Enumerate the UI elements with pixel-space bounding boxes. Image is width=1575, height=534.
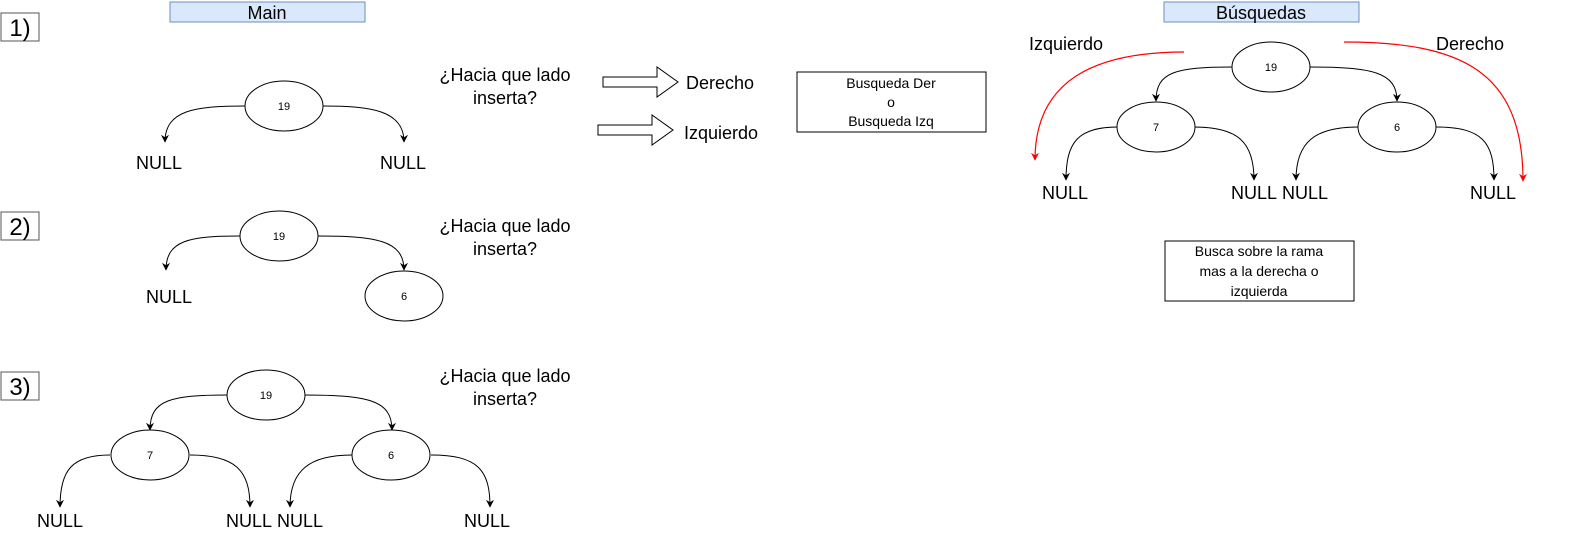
- edge: [1292, 126, 1359, 181]
- null-leaf: NULL: [277, 511, 323, 531]
- edge: [1193, 126, 1258, 181]
- edge: [161, 105, 246, 143]
- node-label: 19: [1265, 62, 1277, 74]
- search-right-label: Derecho: [1436, 34, 1504, 54]
- svg-text:Busqueda Izq: Busqueda Izq: [848, 113, 934, 129]
- step-label-1: 1): [0, 12, 40, 42]
- svg-text:inserta?: inserta?: [473, 389, 537, 409]
- svg-text:¿Hacia que lado: ¿Hacia que lado: [439, 216, 570, 236]
- null-leaf: NULL: [1282, 183, 1328, 203]
- tree-node: [351, 429, 431, 481]
- step-label-3: 3): [0, 371, 40, 401]
- edge: [1152, 66, 1234, 102]
- choice-left: Izquierdo: [597, 114, 758, 146]
- edge: [322, 105, 408, 143]
- tree-step-2: 19 6 NULL: [146, 210, 444, 322]
- edge: [189, 454, 254, 508]
- null-leaf: NULL: [464, 511, 510, 531]
- tree-step-3: 19 7 6 NULL NULL NULL NULL: [37, 369, 510, 531]
- edge: [1435, 126, 1498, 181]
- search-left-label: Izquierdo: [1029, 34, 1103, 54]
- edge: [430, 454, 494, 508]
- svg-text:¿Hacia que lado: ¿Hacia que lado: [439, 65, 570, 85]
- null-leaf: NULL: [37, 511, 83, 531]
- busquedas-header: Búsquedas: [1163, 1, 1360, 23]
- svg-text:inserta?: inserta?: [473, 88, 537, 108]
- tree-node: [239, 210, 319, 262]
- tree-node: [110, 429, 190, 481]
- svg-text:mas a la derecha o: mas a la derecha o: [1199, 263, 1318, 279]
- edge: [146, 394, 229, 431]
- edge: [1308, 66, 1401, 102]
- main-header: Main: [169, 1, 366, 23]
- node-label: 6: [388, 450, 394, 462]
- edge: [162, 235, 241, 271]
- svg-text:1): 1): [9, 15, 30, 42]
- edge: [1062, 126, 1119, 181]
- search-right-arrow: [1343, 41, 1527, 182]
- question-step-1: ¿Hacia que lado inserta?: [439, 65, 570, 108]
- node-label: 19: [278, 101, 290, 113]
- svg-text:Busca sobre la rama: Busca sobre la rama: [1195, 243, 1324, 259]
- edge: [56, 454, 111, 508]
- node-label: 6: [1394, 122, 1400, 134]
- search-box: Busqueda Der o Busqueda Izq: [796, 71, 987, 133]
- tree-node: [1231, 41, 1311, 93]
- svg-text:o: o: [887, 94, 895, 110]
- node-label: 7: [147, 450, 153, 462]
- question-step-2: ¿Hacia que lado inserta?: [439, 216, 570, 259]
- node-label: 19: [273, 231, 285, 243]
- edge: [286, 454, 353, 508]
- choice-right-label: Derecho: [686, 73, 754, 93]
- step-label-2: 2): [0, 211, 40, 241]
- edge: [317, 235, 408, 271]
- choice-left-label: Izquierdo: [684, 123, 758, 143]
- edge: [302, 394, 396, 431]
- tree-node: [1116, 101, 1196, 153]
- search-tree: 19 7 6 NULL NULL NULL NULL Izquierdo Der…: [1029, 34, 1527, 203]
- tree-node: [364, 270, 444, 322]
- question-step-3: ¿Hacia que lado inserta?: [439, 366, 570, 409]
- svg-text:Busqueda Der: Busqueda Der: [846, 75, 936, 91]
- tree-node: [244, 80, 324, 132]
- tree-node: [1357, 101, 1437, 153]
- main-header-label: Main: [247, 3, 286, 23]
- choice-right: Derecho: [602, 66, 754, 98]
- node-label: 19: [260, 390, 272, 402]
- node-label: 7: [1153, 122, 1159, 134]
- null-leaf: NULL: [1042, 183, 1088, 203]
- null-leaf: NULL: [226, 511, 272, 531]
- null-leaf: NULL: [1231, 183, 1277, 203]
- busquedas-header-label: Búsquedas: [1216, 3, 1306, 23]
- search-left-arrow: [1031, 51, 1185, 161]
- outline-right-arrow-icon: [602, 66, 679, 98]
- svg-text:inserta?: inserta?: [473, 239, 537, 259]
- null-leaf: NULL: [136, 153, 182, 173]
- tree-node: [226, 369, 306, 421]
- null-leaf: NULL: [380, 153, 426, 173]
- svg-text:3): 3): [9, 374, 30, 401]
- node-label: 6: [401, 291, 407, 303]
- tree-step-1: 19 NULL NULL: [136, 80, 426, 173]
- null-leaf: NULL: [146, 287, 192, 307]
- svg-text:¿Hacia que lado: ¿Hacia que lado: [439, 366, 570, 386]
- null-leaf: NULL: [1470, 183, 1516, 203]
- search-note: Busca sobre la rama mas a la derecha o i…: [1164, 240, 1355, 302]
- outline-right-arrow-icon: [597, 114, 674, 146]
- svg-text:izquierda: izquierda: [1231, 283, 1288, 299]
- svg-text:2): 2): [9, 214, 30, 241]
